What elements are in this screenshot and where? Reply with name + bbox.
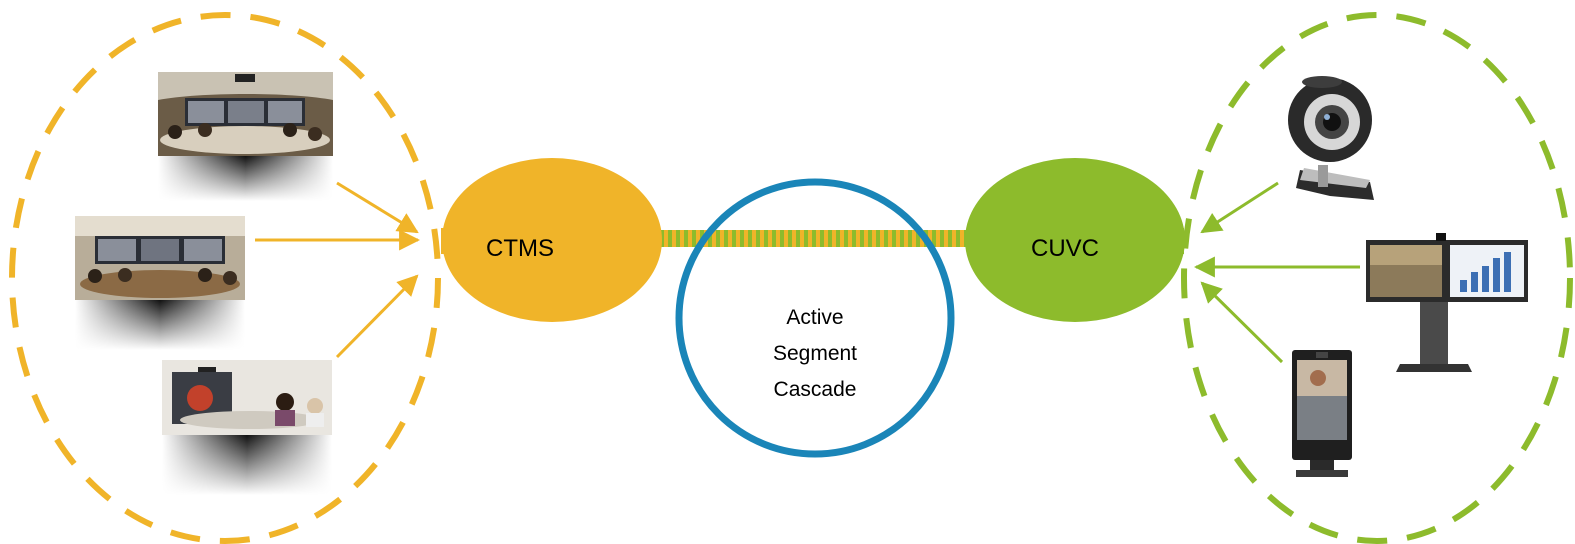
cuvc-node: CUVC [965,158,1185,322]
cascade-trunk-line [620,230,1000,247]
cuvc-label: CUVC [1031,235,1099,262]
video-conference-unit-icon [1366,233,1528,372]
arrow-room1-to-ctms [336,181,419,234]
telepresence-room-icon [75,216,245,350]
arrow-webcam-to-cuvc [1200,181,1279,234]
ctms-label: CTMS [486,235,554,262]
cascade-label-line3: Cascade [774,378,857,401]
webcam-icon [1288,76,1374,200]
telepresence-group-boundary [9,12,441,544]
cascade-label-line1: Active [786,306,843,329]
active-segment-cascade-ring: Active Segment Cascade [675,178,955,458]
arrow-phone-to-cuvc [1200,281,1284,364]
desktop-video-phone-icon [1292,350,1352,477]
telepresence-room-icon [158,72,333,201]
telepresence-room-icon [162,360,332,495]
ctms-node: CTMS [441,158,662,322]
cascade-label-line2: Segment [773,342,857,365]
video-group-boundary [1181,12,1573,544]
arrow-room3-to-ctms [335,274,419,359]
